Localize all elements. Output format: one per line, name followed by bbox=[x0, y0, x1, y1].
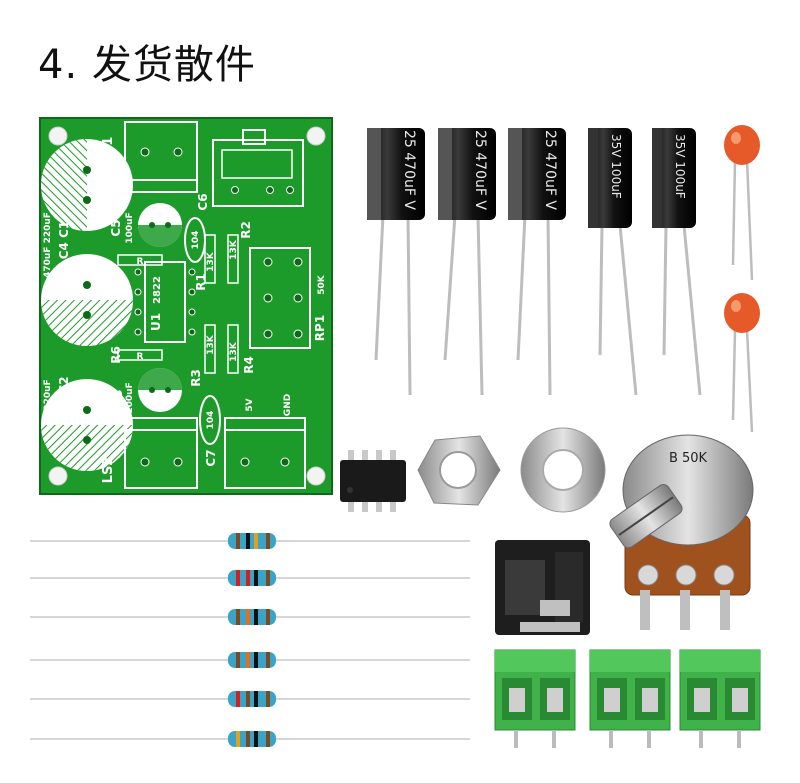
label-rp1-value: 50K bbox=[317, 274, 327, 295]
label-c5-value: 100uF bbox=[125, 212, 135, 243]
label-r5: R5 bbox=[89, 259, 103, 277]
capacitor-label: 25 470uF V bbox=[472, 130, 488, 210]
resistor bbox=[30, 731, 470, 747]
label-5v: 5V bbox=[245, 398, 255, 411]
label-rp1: RP1 bbox=[313, 315, 327, 341]
mounting-hole bbox=[306, 126, 326, 146]
label-c5: C5 bbox=[109, 219, 123, 236]
resistor bbox=[30, 533, 470, 549]
capacitor-100uf: 35V 100uF bbox=[588, 128, 638, 396]
label-r6: R6 bbox=[109, 346, 123, 364]
label-r13k-b: 13K bbox=[206, 251, 216, 272]
capacitor-label: 25 470uF V bbox=[542, 130, 558, 210]
capacitor-label: 35V 100uF bbox=[673, 134, 687, 199]
electrolytic-capacitors: 25 470uF V 25 470uF V 25 470uF V 35V 100… bbox=[367, 128, 702, 396]
label-rmark-b: R bbox=[137, 352, 144, 362]
label-c3-value: 100uF bbox=[125, 382, 135, 413]
label-cap104-a: 104 bbox=[191, 231, 201, 250]
washer bbox=[520, 427, 606, 513]
mounting-hole bbox=[48, 466, 68, 486]
capacitor-100uf: 35V 100uF bbox=[652, 128, 702, 396]
label-u1-ic: 2822 bbox=[152, 276, 163, 304]
label-r2: R2 bbox=[239, 221, 253, 239]
label-r13k-c: 13K bbox=[206, 334, 216, 355]
mounting-hole bbox=[48, 126, 68, 146]
resistor bbox=[30, 609, 470, 625]
screw-terminals bbox=[494, 649, 761, 748]
label-ls2: LS2 bbox=[101, 457, 116, 484]
screw-terminal bbox=[589, 649, 671, 748]
label-c2-value: 220uF bbox=[43, 379, 53, 410]
ceramic-capacitors bbox=[724, 125, 760, 433]
label-r13k-d: 13K bbox=[229, 341, 239, 362]
resistor bbox=[30, 691, 470, 707]
label-c7: C7 bbox=[204, 449, 218, 466]
capacitor-470uf: 25 470uF V bbox=[438, 128, 496, 396]
capacitor-label: 25 470uF V bbox=[401, 130, 417, 210]
capacitor-470uf: 25 470uF V bbox=[508, 128, 566, 396]
audio-jack bbox=[495, 540, 590, 635]
label-r3: R3 bbox=[189, 369, 203, 387]
hex-nut bbox=[417, 435, 501, 506]
label-ls1: LS1 bbox=[101, 137, 116, 164]
label-cap104-b: 104 bbox=[206, 411, 216, 430]
label-r1: R1 bbox=[194, 273, 208, 291]
label-c3: C3 bbox=[111, 389, 125, 406]
screw-terminal bbox=[679, 649, 761, 748]
label-r4: R4 bbox=[242, 356, 256, 374]
resistor bbox=[30, 652, 470, 668]
label-rmark-a: R bbox=[137, 257, 144, 267]
label-c1-value: 470uF 220uF bbox=[43, 212, 53, 278]
resistor bbox=[30, 570, 470, 586]
mounting-hole bbox=[306, 466, 326, 486]
ic-chip bbox=[340, 450, 406, 512]
label-u1: U1 bbox=[149, 313, 163, 331]
label-c2: C2 bbox=[57, 376, 71, 393]
label-c6: C6 bbox=[196, 193, 210, 210]
pcb-board: LS1 LS2 C4 C1 470uF 220uF R5 C2 220uF C5… bbox=[39, 117, 333, 495]
label-c1: C4 C1 bbox=[57, 221, 71, 260]
label-r13k-a: 13K bbox=[229, 239, 239, 260]
resistors bbox=[30, 533, 470, 747]
capacitor-label: 35V 100uF bbox=[609, 134, 623, 199]
potentiometer-label: B 50K bbox=[669, 451, 708, 466]
capacitor-470uf: 25 470uF V bbox=[367, 128, 425, 396]
potentiometer: B 50K bbox=[609, 434, 754, 630]
screw-terminal bbox=[494, 649, 576, 748]
section-heading: 4. 发货散件 bbox=[38, 42, 256, 88]
label-gnd: GND bbox=[283, 394, 293, 416]
